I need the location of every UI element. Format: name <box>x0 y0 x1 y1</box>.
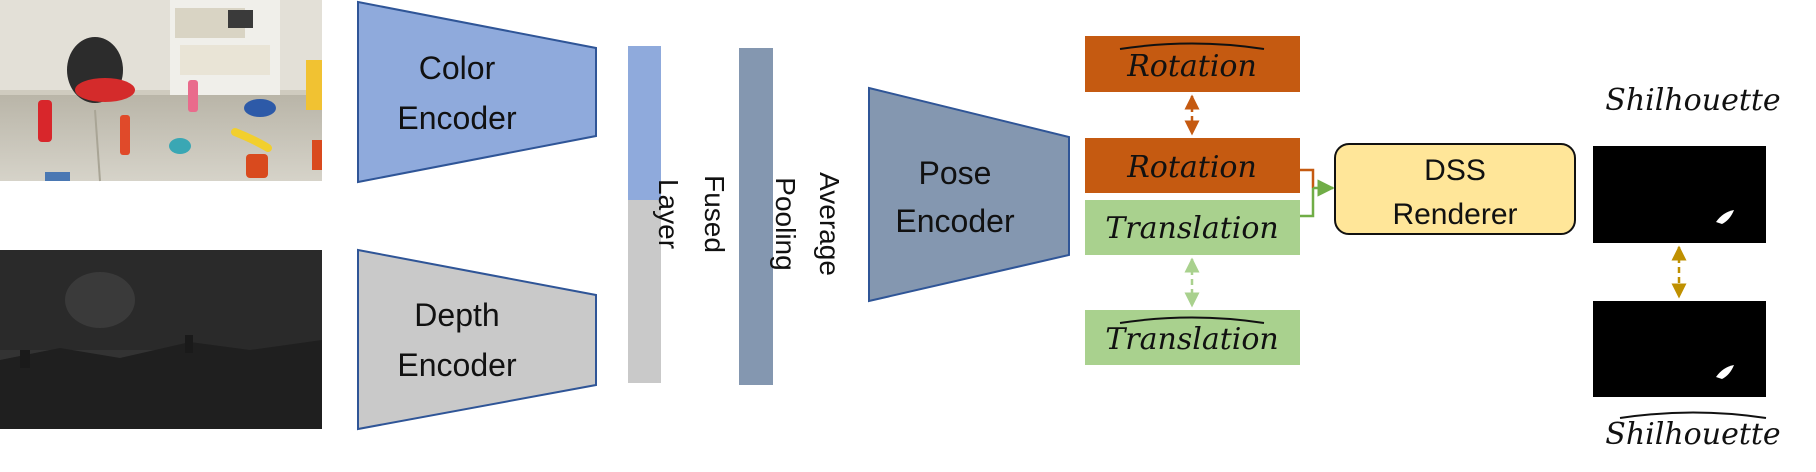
translation-gt-box: Translation <box>1085 310 1300 365</box>
silhouette-gt-image <box>1593 301 1766 397</box>
translation-pred-box: Translation <box>1085 200 1300 255</box>
color-encoder-label-1: Color <box>419 50 496 86</box>
pose-encoder-label-1: Pose <box>919 155 992 191</box>
rotation-gt-label: Rotation <box>1126 49 1257 84</box>
translation-to-renderer-connector <box>1300 188 1315 218</box>
translation-gt-hat <box>1119 316 1265 324</box>
silhouette-gt-hat <box>1619 411 1767 419</box>
pooling-label-1: Average <box>814 172 845 276</box>
dss-renderer-label-1: DSS <box>1424 154 1486 187</box>
rotation-pred-box: Rotation <box>1085 138 1300 193</box>
silhouette-gt-label: Shilhouette <box>1605 417 1780 452</box>
rotation-gt-box: Rotation <box>1085 36 1300 92</box>
fused-layer: Fused Layer <box>628 46 730 383</box>
depth-input-image <box>0 250 322 429</box>
dss-renderer-label-2: Renderer <box>1392 198 1517 231</box>
translation-pred-label: Translation <box>1105 211 1278 246</box>
silhouette-pred-image <box>1593 146 1766 243</box>
pooling-label-2: Pooling <box>770 177 801 270</box>
dss-renderer: DSS Renderer <box>1334 143 1576 235</box>
color-encoder-label-2: Encoder <box>397 100 517 136</box>
depth-encoder-label-1: Depth <box>414 297 499 333</box>
fused-layer-label-1: Fused <box>699 175 730 253</box>
depth-encoder-label-2: Encoder <box>397 347 517 383</box>
rotation-gt-hat <box>1119 42 1265 50</box>
fused-layer-label-2: Layer <box>653 179 684 249</box>
pose-encoder: Pose Encoder <box>868 86 1070 303</box>
color-encoder: Color Encoder <box>357 0 597 184</box>
rotation-pred-label: Rotation <box>1126 150 1257 185</box>
pose-encoder-label-2: Encoder <box>895 203 1015 239</box>
translation-gt-label: Translation <box>1105 322 1278 357</box>
average-pooling-layer: Average Pooling <box>739 48 845 385</box>
silhouette-pred-label: Shilhouette <box>1605 83 1780 118</box>
depth-encoder: Depth Encoder <box>357 248 597 431</box>
color-input-image <box>0 0 322 182</box>
rotation-to-renderer-connector <box>1300 168 1315 188</box>
